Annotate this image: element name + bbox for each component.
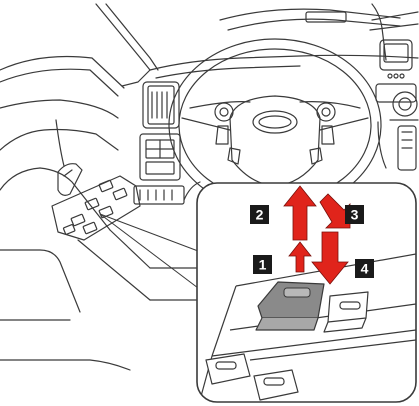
- switch-detail-inset: 1 2 3 4: [197, 183, 416, 402]
- callout-lines: [100, 214, 206, 294]
- step-number-2: 2: [256, 207, 264, 223]
- step-number-1: 1: [259, 257, 267, 273]
- center-controls: [134, 134, 184, 204]
- center-vent: [143, 82, 179, 128]
- step-number-4: 4: [361, 261, 369, 277]
- dashboard-top-inner: [156, 66, 300, 78]
- step-label-4: 4: [355, 259, 374, 278]
- right-dash: [370, 4, 418, 170]
- step-label-2: 2: [250, 205, 269, 224]
- a-pillar: [96, 4, 400, 86]
- step-label-1: 1: [253, 255, 272, 274]
- step-label-3: 3: [345, 205, 364, 224]
- armrest-switch-cluster: [52, 176, 140, 240]
- dashboard-top: [150, 55, 418, 70]
- step-number-3: 3: [351, 207, 359, 223]
